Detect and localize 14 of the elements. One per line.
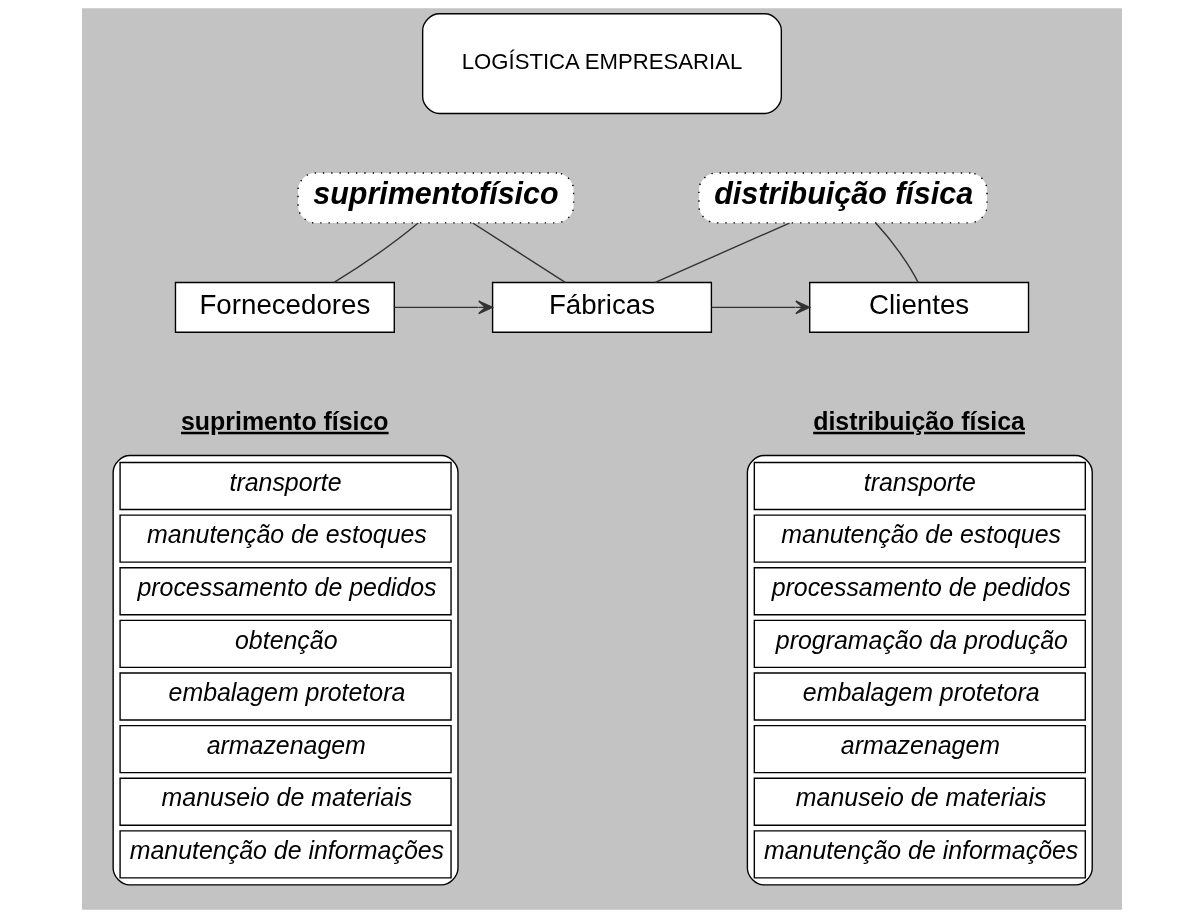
node-box: distribuição física — [697, 172, 988, 224]
connector — [654, 222, 790, 284]
node-label: suprimento físico — [180, 406, 389, 435]
connector — [471, 222, 566, 284]
node-box: Fornecedores — [174, 281, 395, 333]
node-box: suprimentofísico — [296, 172, 574, 224]
node-box: Fábricas — [491, 281, 712, 333]
connector — [332, 222, 419, 284]
arrow — [393, 300, 493, 315]
connector — [874, 222, 919, 284]
node-box: Clientes — [808, 281, 1029, 333]
arrow — [710, 300, 810, 315]
node-box: LOGÍSTICA EMPRESARIAL — [421, 13, 782, 115]
node-label: distribuição física — [812, 406, 1025, 435]
